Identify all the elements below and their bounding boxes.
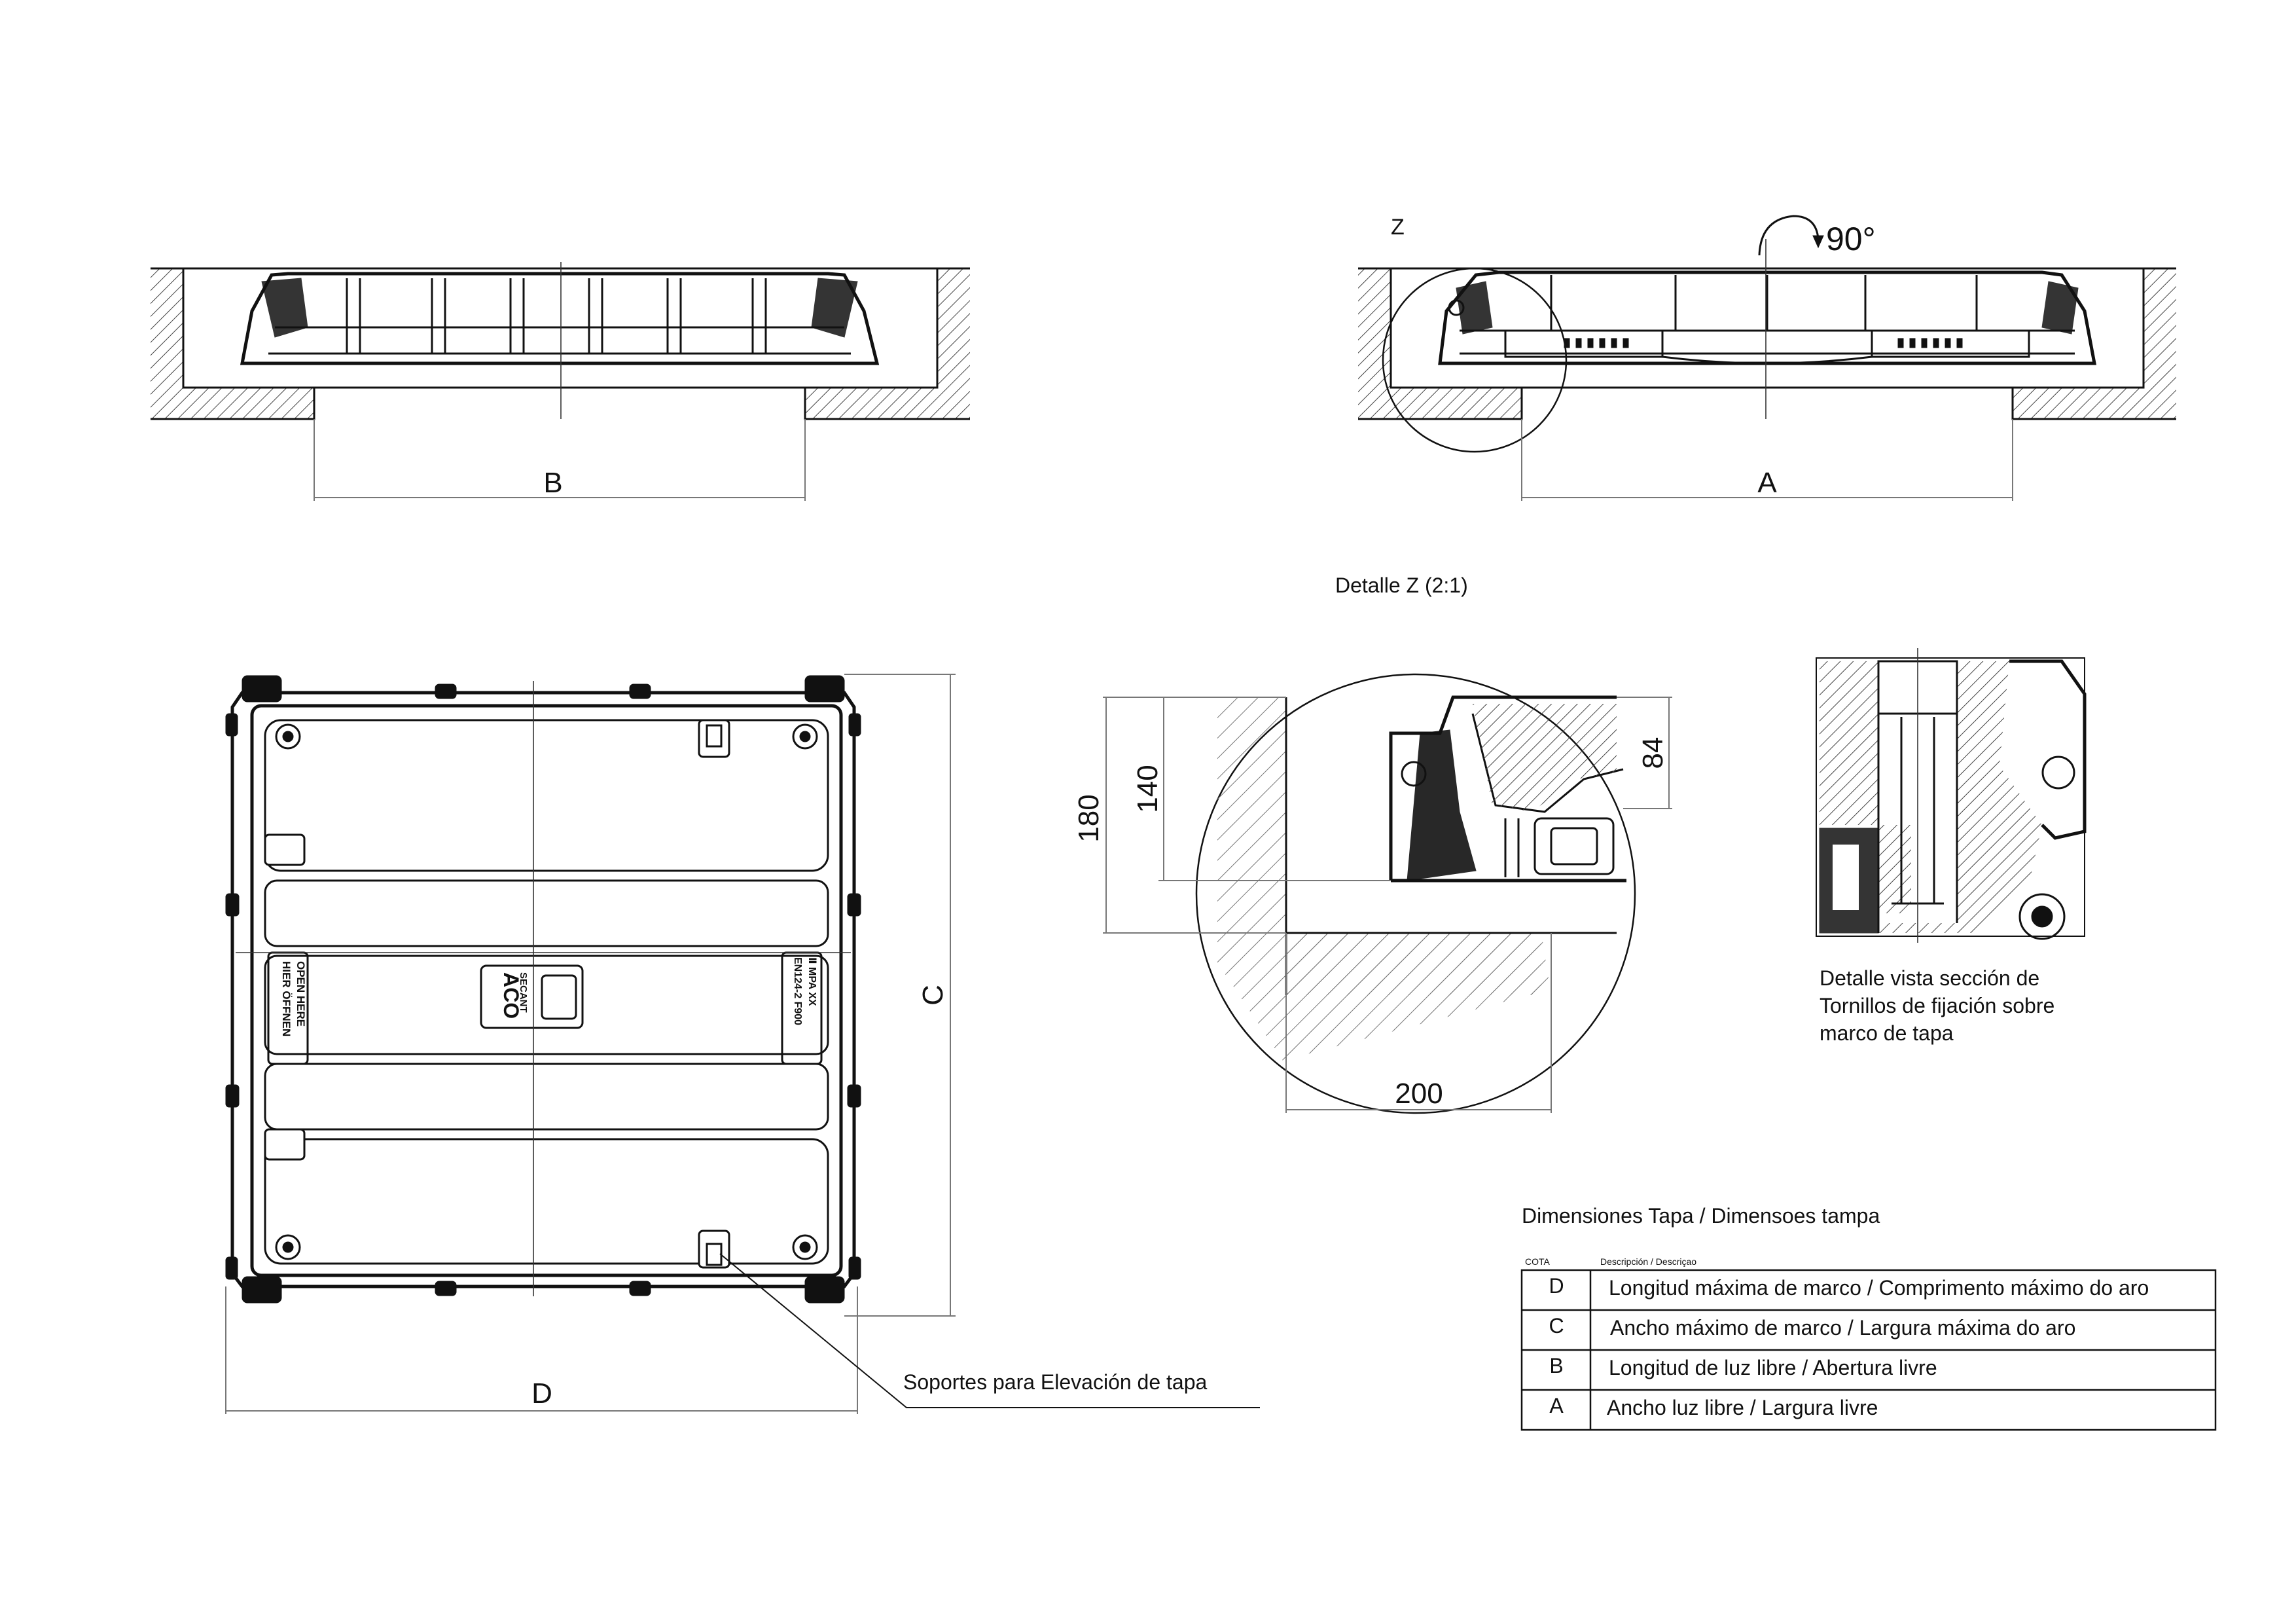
plate-left-text-2: OPEN HERE (295, 961, 307, 1027)
dimensions-table: Dimensiones Tapa / Dimensoes tampa COTA … (1520, 1204, 2217, 1431)
desc-cell: Longitud de luz libre / Abertura livre (1609, 1356, 1937, 1379)
cota-cell: A (1549, 1394, 1564, 1417)
desc-cell: Ancho luz libre / Largura livre (1607, 1396, 1878, 1419)
plate-left-text-1: HIER ÖFFNEN (280, 961, 293, 1036)
plate-brand: SECANT (518, 972, 529, 1013)
cota-cell: D (1549, 1274, 1564, 1298)
section-view-b: B (151, 262, 970, 501)
table-row: A Ancho luz libre / Largura livre (1549, 1394, 1878, 1419)
desc-cell: Longitud máxima de marco / Comprimento m… (1609, 1276, 2149, 1300)
bolt-detail-caption-2: Tornillos de fijación sobre (1820, 994, 2054, 1017)
dim-label-d: D (531, 1377, 552, 1410)
plan-view: HIER ÖFFNEN OPEN HERE ACO SECANT EN124-2… (225, 674, 1260, 1414)
table-row: B Longitud de luz libre / Abertura livre (1549, 1354, 1937, 1379)
table-title: Dimensiones Tapa / Dimensoes tampa (1522, 1204, 1880, 1228)
cover-ribs (346, 278, 767, 354)
bolt-detail-caption-3: marco de tapa (1820, 1021, 1954, 1045)
rotation-arrow-icon (1758, 215, 1820, 256)
lifting-supports-callout: Soportes para Elevación de tapa (903, 1370, 1208, 1394)
detail-z-marker: Z (1391, 215, 1405, 240)
dim-label-a: A (1757, 467, 1777, 499)
detail-z-circle (1382, 267, 1568, 453)
detail-z-view: Detalle Z (2:1) 180 140 84 200 (1073, 574, 1672, 1114)
corner-lugs (225, 675, 861, 1304)
fixing-bolt-marks (1564, 338, 1963, 348)
dim-label-c: C (917, 985, 949, 1006)
rotation-label: 90° (1826, 221, 1876, 257)
dim-label-140: 140 (1132, 765, 1164, 812)
detail-bolt-section: Detalle vista sección de Tornillos de fi… (1816, 648, 2087, 1045)
table-header-desc: Descripción / Descriçao (1600, 1256, 1696, 1267)
plate-logo: ACO (499, 972, 523, 1019)
desc-cell: Ancho máximo de marco / Largura máxima d… (1610, 1316, 2075, 1340)
dim-label-84: 84 (1637, 737, 1669, 769)
table-row: C Ancho máximo de marco / Largura máxima… (1549, 1314, 2075, 1340)
table-row: D Longitud máxima de marco / Comprimento… (1549, 1274, 2149, 1300)
table-header-cota: COTA (1525, 1256, 1551, 1267)
dim-label-180: 180 (1073, 794, 1105, 842)
plate-right-text-2: Ⅱ MPA XX (806, 957, 817, 1006)
cota-cell: B (1549, 1354, 1563, 1377)
lifting-supports (264, 719, 730, 1269)
dim-label-200: 200 (1395, 1078, 1443, 1110)
detail-z-title: Detalle Z (2:1) (1335, 574, 1468, 597)
section-view-a: Z 90° A (1358, 215, 2176, 501)
cota-cell: C (1549, 1314, 1564, 1338)
bolt-detail-caption-1: Detalle vista sección de (1820, 966, 2039, 990)
dim-label-b: B (543, 467, 562, 499)
plate-right-text-1: EN124-2 F900 (792, 957, 803, 1025)
